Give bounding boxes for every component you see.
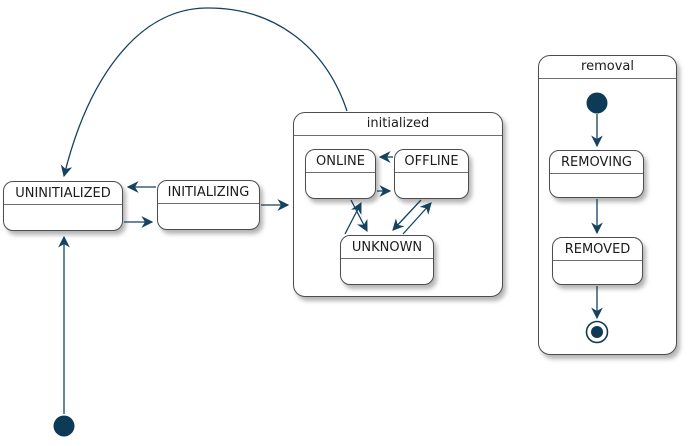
state-unknown: UNKNOWN bbox=[340, 235, 434, 285]
state-removed-body bbox=[553, 261, 642, 284]
state-online-label: ONLINE bbox=[306, 150, 375, 173]
state-online-body bbox=[306, 173, 375, 198]
state-removing-body bbox=[550, 174, 643, 197]
state-offline-body bbox=[395, 173, 468, 198]
state-offline: OFFLINE bbox=[394, 149, 469, 199]
state-uninitialized-body bbox=[4, 205, 122, 230]
state-initializing: INITIALIZING bbox=[157, 180, 260, 230]
state-offline-label: OFFLINE bbox=[395, 150, 468, 173]
state-online: ONLINE bbox=[305, 149, 376, 199]
state-uninitialized: UNINITIALIZED bbox=[3, 181, 123, 231]
state-initializing-label: INITIALIZING bbox=[158, 181, 259, 204]
initial-state-main bbox=[53, 415, 75, 437]
composite-removal-title: removal bbox=[539, 56, 676, 79]
composite-state-removal: removal bbox=[538, 55, 677, 355]
state-removing-label: REMOVING bbox=[550, 151, 643, 174]
state-unknown-body bbox=[341, 259, 433, 284]
composite-initialized-title: initialized bbox=[294, 113, 502, 136]
state-unknown-label: UNKNOWN bbox=[341, 236, 433, 259]
state-uninitialized-label: UNINITIALIZED bbox=[4, 182, 122, 205]
state-removed-label: REMOVED bbox=[553, 238, 642, 261]
state-removing: REMOVING bbox=[549, 150, 644, 198]
state-removed: REMOVED bbox=[552, 237, 643, 285]
state-initializing-body bbox=[158, 204, 259, 229]
